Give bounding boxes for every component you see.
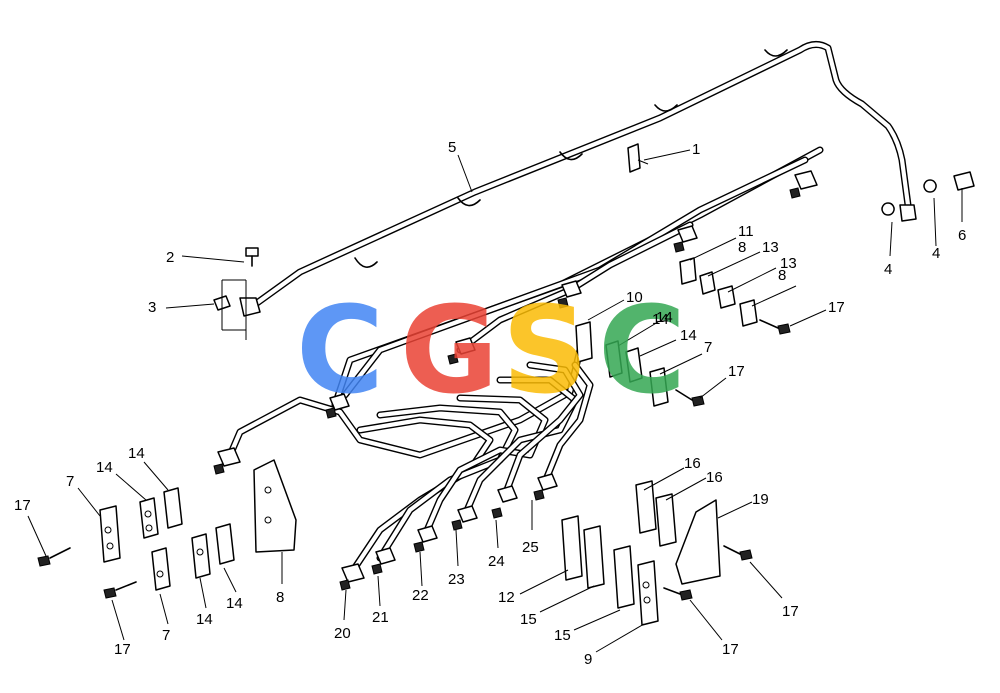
callout-16: 16 (684, 455, 701, 472)
watermark-logo: C G S C (296, 282, 686, 421)
callout-4: 4 (932, 245, 940, 262)
callout-17: 17 (722, 641, 739, 658)
watermark-letter-s: S (502, 282, 588, 421)
fasteners (37, 171, 975, 601)
callout-7: 7 (704, 339, 712, 356)
callout-23: 23 (448, 571, 465, 588)
callout-17: 17 (14, 497, 31, 514)
callout-21: 21 (372, 609, 389, 626)
callout-4: 4 (884, 261, 892, 278)
callout-10: 10 (626, 289, 643, 306)
callout-17: 17 (114, 641, 131, 658)
callout-7: 7 (162, 627, 170, 644)
callout-labels: 1 2 3 4 4 5 6 7 7 7 8 8 8 9 10 11 12 13 … (14, 139, 966, 668)
callout-20: 20 (334, 625, 351, 642)
return-line (239, 41, 917, 317)
clamps-brackets (99, 143, 758, 626)
watermark-letter-g: G (400, 282, 499, 421)
callout-24: 24 (488, 553, 505, 570)
callout-14: 14 (652, 311, 669, 328)
callout-15: 15 (520, 611, 537, 628)
callout-2: 2 (166, 249, 174, 266)
watermark-letter-c2: C (598, 282, 686, 421)
callout-9: 9 (584, 651, 592, 668)
callout-13: 13 (780, 255, 797, 272)
watermark-letter-c1: C (296, 282, 384, 421)
callout-22: 22 (412, 587, 429, 604)
callout-12: 12 (498, 589, 515, 606)
callout-14: 14 (680, 327, 697, 344)
callout-17: 17 (782, 603, 799, 620)
callout-5: 5 (448, 139, 456, 156)
callout-19: 19 (752, 491, 769, 508)
callout-14: 14 (226, 595, 243, 612)
pipe-fittings (213, 170, 818, 591)
callout-17: 17 (828, 299, 845, 316)
callout-13: 13 (762, 239, 779, 256)
callout-14: 14 (128, 445, 145, 462)
callout-17: 17 (728, 363, 745, 380)
callout-7: 7 (66, 473, 74, 490)
callout-25: 25 (522, 539, 539, 556)
callout-14: 14 (196, 611, 213, 628)
callout-6: 6 (958, 227, 966, 244)
callout-8: 8 (778, 267, 786, 284)
callout-15: 15 (554, 627, 571, 644)
callout-14: 14 (96, 459, 113, 476)
callout-1: 1 (692, 141, 700, 158)
callout-8: 8 (276, 589, 284, 606)
callout-8: 8 (738, 239, 746, 256)
callout-14: 14 (656, 309, 673, 326)
callout-16: 16 (706, 469, 723, 486)
callout-11: 11 (738, 223, 754, 240)
injection-pipes-lower (346, 361, 594, 579)
leader-lines (27, 149, 963, 653)
callout-3: 3 (148, 299, 156, 316)
